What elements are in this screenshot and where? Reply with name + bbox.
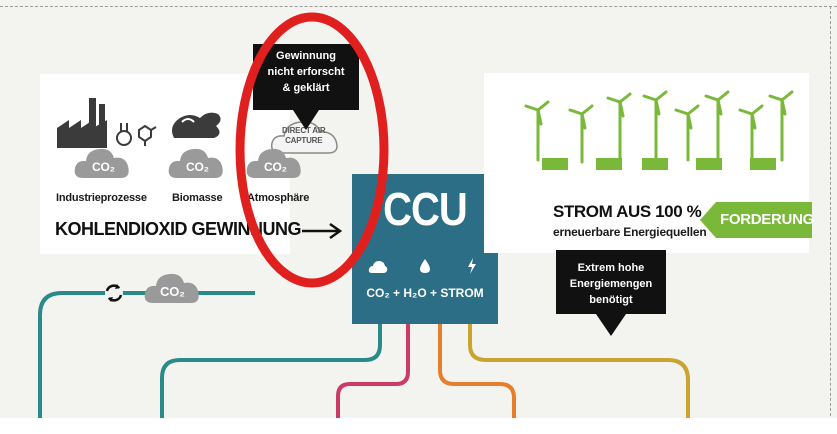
callout-left-line2: nicht erforscht: [267, 66, 345, 78]
wind-turbines-icon: [524, 90, 794, 170]
atmosphere-label: Atmosphäre: [247, 192, 310, 204]
callout-right-line1: Extrem hohe: [577, 262, 645, 274]
arrow-right-icon: [302, 222, 343, 240]
cloud-icon: [368, 261, 388, 273]
bottom-band: [0, 418, 837, 434]
frame-border-top: [0, 6, 837, 8]
renewable-sources-label: erneuerbare Energiequellen: [553, 225, 707, 239]
ccu-box: CCU CO₂ + H₂O + STROM: [352, 174, 498, 324]
co2-cloud-label: CO₂: [264, 160, 287, 174]
kohlendioxid-gewinnung-label: KOHLENDIOXID GEWINNUNG: [55, 219, 302, 239]
callout-right-text: Extrem hohe Energiemengen benötigt: [556, 260, 666, 308]
callout-right-shape: [556, 250, 666, 336]
dac-line2: CAPTURE: [285, 136, 323, 145]
callout-left-line1: Gewinnung: [276, 50, 336, 62]
lightning-icon: [468, 258, 476, 274]
co2-cloud-icon: [168, 148, 223, 178]
orange-flow-line: [438, 324, 516, 434]
co2-cloud-icon: [144, 273, 199, 303]
co2-cloud-icon: [74, 148, 129, 178]
callout-left-text: Gewinnung nicht erforscht & geklärt: [253, 48, 359, 96]
frame-border-right: [830, 6, 831, 426]
co2-cloud-label: CO₂: [92, 160, 115, 174]
callout-left-line3: & geklärt: [282, 82, 330, 94]
forderung-label: FORDERUNG: [720, 211, 814, 228]
co2-cloud-label: CO₂: [160, 284, 185, 299]
ccu-title: CCU: [383, 184, 468, 236]
recycle-icon: [105, 284, 123, 302]
ccu-formula: CO₂ + H₂O + STROM: [366, 286, 484, 300]
forderung-banner: [700, 202, 812, 238]
biomass-label: Biomasse: [172, 192, 223, 204]
water-drop-icon: [420, 259, 430, 273]
callout-right-line2: Energiemengen: [569, 278, 653, 290]
industry-label: Industrieprozesse: [56, 192, 147, 204]
olive-flow-line: [468, 324, 690, 434]
teal-flow-line-2: [160, 324, 382, 434]
teal-flow-line: [38, 291, 255, 434]
co2-cloud-label: CO₂: [186, 160, 209, 174]
strom-label: STROM AUS 100 %: [553, 202, 702, 221]
factory-icon: [57, 98, 157, 148]
pink-flow-line: [336, 324, 410, 434]
callout-right-line3: benötigt: [589, 294, 633, 306]
biomass-icon: [172, 112, 221, 138]
